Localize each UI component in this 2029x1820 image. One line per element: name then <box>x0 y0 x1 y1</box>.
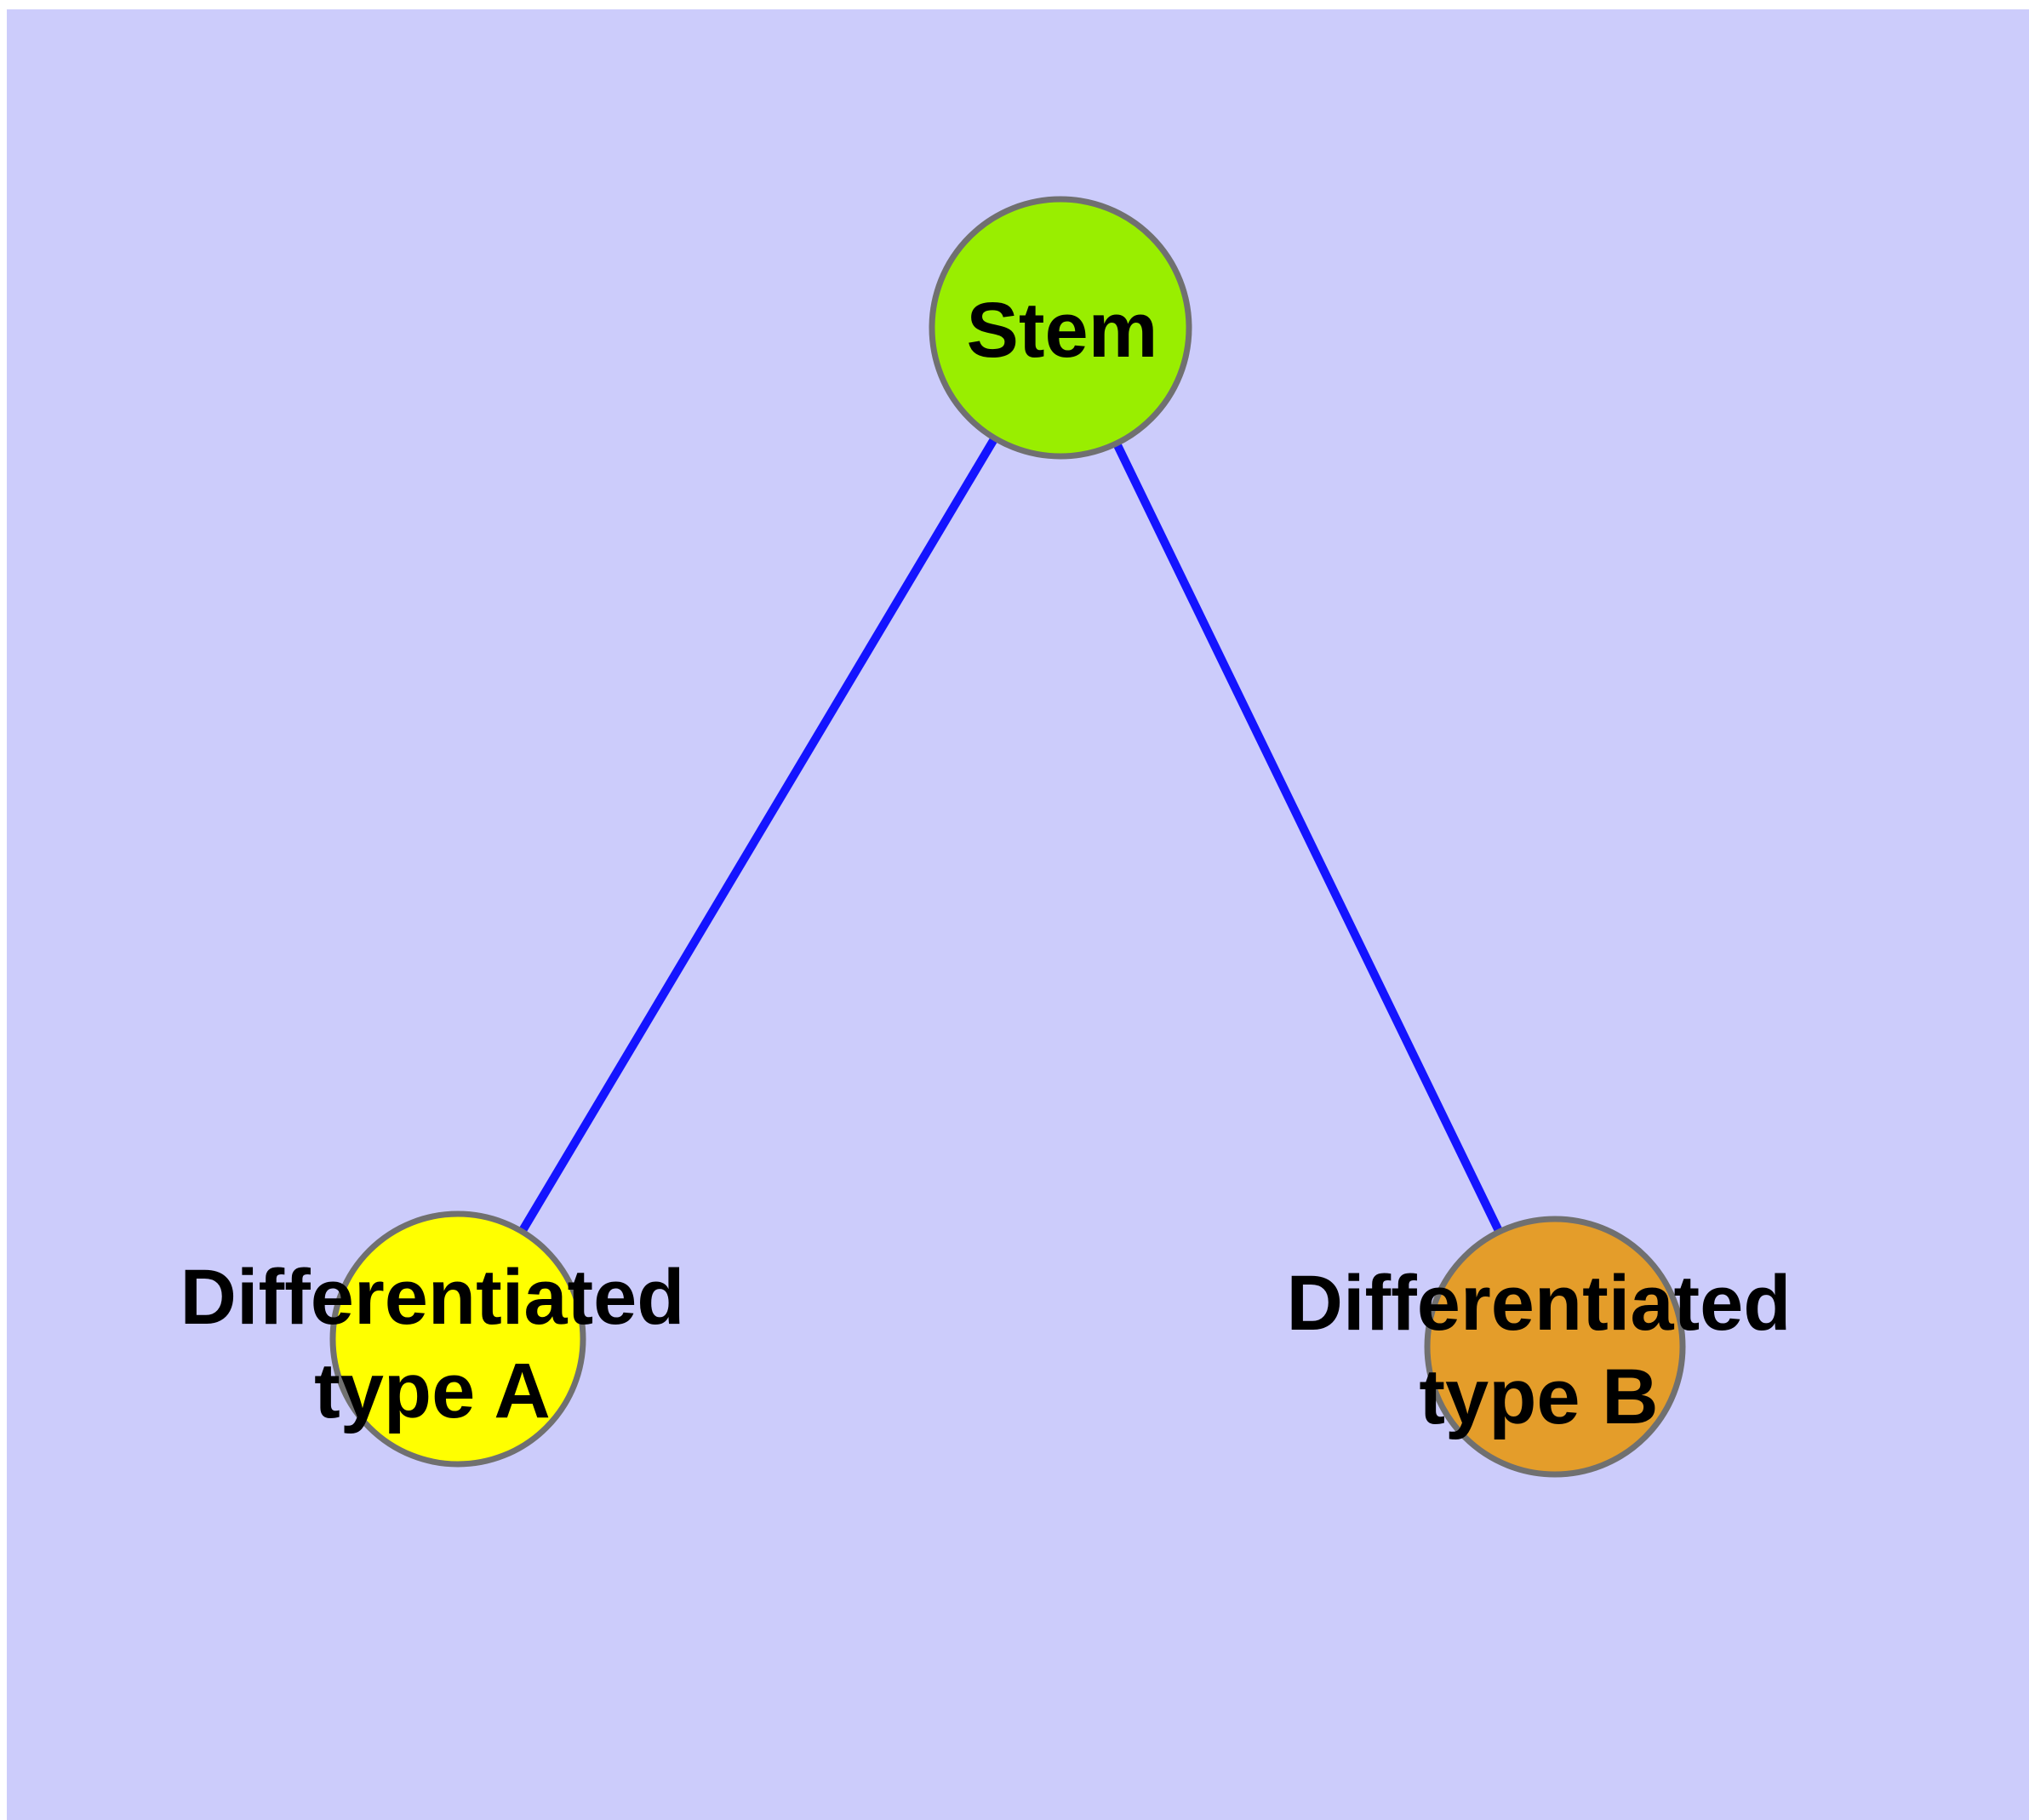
node-circle-diff-a <box>329 1210 586 1468</box>
node-label-differentiated-type-b-line-2: type B <box>1419 1354 1659 1440</box>
node-label-stem: Stem <box>967 283 1158 377</box>
node-label-differentiated-type-b-line-1: Differentiated <box>1286 1260 1792 1347</box>
plot-area: Stem Differentiated type A Differentiate… <box>7 9 2029 1820</box>
node-circle-stem <box>929 196 1192 460</box>
node-label-differentiated-type-a: Differentiated type A <box>180 1251 685 1438</box>
node-label-differentiated-type-b: Differentiated type B <box>1287 1256 1792 1444</box>
node-label-differentiated-type-a-line-1: Differentiated <box>180 1254 685 1341</box>
graph-svg <box>329 196 1686 1478</box>
node-circle-diff-b <box>1424 1216 1686 1478</box>
node-label-stem-line: Stem <box>966 287 1158 374</box>
edge-stem-to-diff-a <box>454 325 1065 1342</box>
node-label-differentiated-type-a-line-2: type A <box>314 1348 551 1434</box>
edge-stem-to-diff-b <box>1056 325 1559 1349</box>
